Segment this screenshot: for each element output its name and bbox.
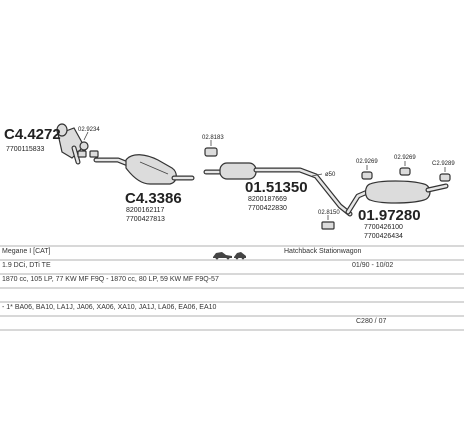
oem-number-front-pipe: 7700115833 [6, 146, 45, 153]
rear-mounts [361, 161, 451, 182]
car-icon [213, 252, 246, 260]
part-code-mount-1: 02.8183 [202, 135, 224, 141]
body-type: Hatchback Stationwagon [284, 248, 362, 255]
oem-number-catalyst-1: 8200162117 [126, 207, 165, 214]
part-code-gasket-1: 02.9234 [78, 127, 100, 133]
pipe-diameter-label: ø50 [325, 172, 336, 178]
model-name: Megane I [CAT] [2, 248, 51, 255]
catalytic-converter-part [93, 154, 195, 185]
oem-number-rear-2: 7700426434 [364, 233, 403, 240]
engine-spec: 1870 cc, 105 LP, 77 KW MF F9Q - 1870 cc,… [2, 276, 219, 283]
part-code-mount-3: 02.9269 [394, 155, 416, 161]
part-code-middle-silencer: 01.51350 [245, 179, 308, 196]
reference-code: C280 / 07 [356, 318, 387, 325]
engine-codes: - 1* BA06, BA10, LA1J, JA06, XA06, XA10,… [2, 304, 217, 311]
bolt-fittings [77, 150, 99, 158]
production-years: 01/90 - 10/02 [352, 262, 394, 269]
part-code-catalyst: C4.3386 [125, 190, 182, 207]
middle-silencer-part [203, 162, 353, 217]
part-code-mount-4: C2.9289 [432, 161, 455, 167]
part-code-clamp: 02.8150 [318, 210, 340, 216]
oem-number-rear-1: 7700426100 [364, 224, 403, 231]
engine-type: 1.9 DCi, DTi TE [2, 262, 51, 269]
gasket-fitting [79, 131, 89, 151]
oem-number-middle-2: 7700422830 [248, 205, 287, 212]
rubber-mount-1 [204, 140, 218, 157]
part-code-rear-silencer: 01.97280 [358, 207, 421, 224]
part-code-front-pipe: C4.4272 [4, 126, 61, 143]
oem-number-middle-1: 8200187669 [248, 196, 287, 203]
part-code-mount-2: 02.9269 [356, 159, 378, 165]
oem-number-catalyst-2: 7700427813 [126, 216, 165, 223]
clamp-fitting [321, 215, 335, 230]
rear-silencer-part [345, 180, 449, 215]
